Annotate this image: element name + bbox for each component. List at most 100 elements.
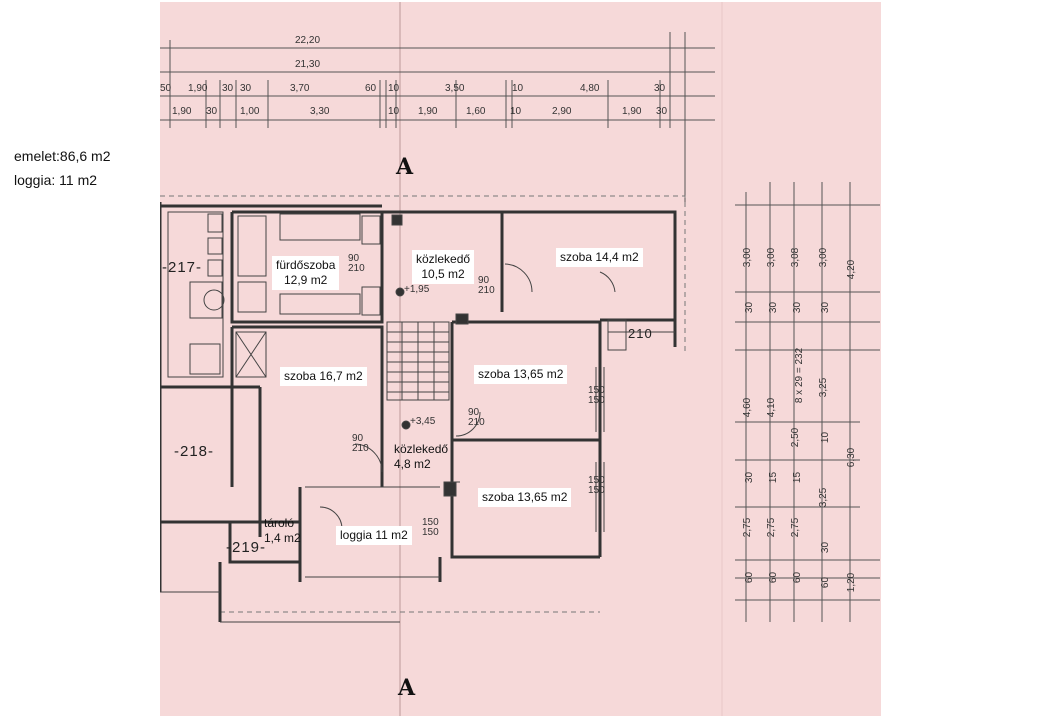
door-dim-h: 210 [478, 285, 495, 296]
door-dim-h: 210 [352, 443, 369, 454]
floor-area-text: emelet:86,6 m2 [14, 148, 111, 164]
walls [160, 202, 677, 622]
floor-plan-sheet: 22,20 21,30 50 1,90 30 30 3,70 60 10 3,5… [160, 2, 881, 716]
storage-area: 1,4 m2 [264, 531, 301, 545]
dim-r4-9: 1,90 [622, 106, 642, 117]
bathroom-area: 12,9 m2 [284, 273, 328, 287]
window-dim-w: 150 [422, 517, 439, 528]
door-dim-bath: 90 210 [348, 254, 365, 274]
label-bathroom: fürdőszoba 12,9 m2 [272, 256, 340, 290]
window-dim-h: 150 [422, 527, 439, 538]
door-dim-room-c1: 90 210 [468, 408, 485, 428]
label-room-ne: szoba 14,4 m2 [556, 248, 643, 267]
window-dim-loggia: 150 150 [422, 518, 439, 538]
section-mark-top: A [396, 154, 414, 180]
dim-c1-2: 4,60 [742, 397, 754, 418]
dim-r4-3: 3,30 [310, 106, 330, 117]
door-dim-room-w: 90 210 [352, 434, 369, 454]
label-hall-low: közlekedő 4,8 m2 [394, 442, 448, 472]
label-room-w: szoba 16,7 m2 [280, 367, 367, 386]
dimension-lines [160, 32, 880, 622]
dim-r4-7: 10 [510, 106, 522, 117]
dim-c3-0: 3,08 [790, 247, 802, 268]
dim-c2-3: 15 [768, 471, 780, 484]
dim-r3-9: 4,80 [580, 83, 600, 94]
dim-c1-3: 30 [744, 471, 756, 484]
label-room-c2: szoba 13,65 m2 [478, 488, 572, 507]
level-2: +3,45 [410, 416, 436, 427]
dim-c4-5: 30 [820, 541, 832, 554]
dim-c4-0: 3,00 [818, 247, 830, 268]
door-dim-h: 210 [468, 417, 485, 428]
storage-name: tároló [264, 516, 295, 530]
dim-c3-1: 30 [792, 301, 804, 314]
dim-c5-1: 6,30 [846, 447, 858, 468]
dim-c4-4: 3,25 [818, 487, 830, 508]
dim-c3-2: 2,50 [790, 427, 802, 448]
dim-r4-5: 1,90 [418, 106, 438, 117]
room-number-217: -217- [162, 259, 203, 276]
dim-r4-6: 1,60 [466, 106, 486, 117]
dim-r3-8: 10 [512, 83, 524, 94]
dim-c1-0: 3,00 [742, 247, 754, 268]
dim-c5-2: 1,20 [846, 572, 858, 593]
dim-r3-1: 1,90 [188, 83, 208, 94]
dim-c4-1: 30 [820, 301, 832, 314]
dim-r3-6: 10 [388, 83, 400, 94]
room-number-210: 210 [628, 326, 653, 341]
dim-r3-2: 30 [222, 83, 234, 94]
area-summary: emelet:86,6 m2 loggia: 11 m2 [14, 144, 111, 192]
dim-r4-10: 30 [656, 106, 668, 117]
dim-c2-1: 30 [768, 301, 780, 314]
hall-low-area: 4,8 m2 [394, 457, 431, 471]
window-dim-w: 150 [588, 385, 605, 396]
hall-top-area: 10,5 m2 [421, 267, 465, 281]
room-number-218: -218- [174, 443, 215, 460]
window-dim-c1: 150 150 [588, 386, 605, 406]
section-mark-bottom: A [398, 675, 416, 701]
dim-r3-7: 3,50 [445, 83, 465, 94]
dim-c1-5: 60 [744, 571, 756, 584]
label-loggia: loggia 11 m2 [336, 526, 412, 545]
dim-r3-0: 50 [160, 83, 172, 94]
bathroom-name: fürdőszoba [276, 258, 336, 272]
dim-r3-5: 60 [365, 83, 377, 94]
door-dim-w: 90 [478, 275, 490, 286]
dim-c2-5: 60 [768, 571, 780, 584]
loggia-area-text: loggia: 11 m2 [14, 172, 98, 188]
door-dim-w: 90 [348, 253, 360, 264]
door-dim-hall: 90 210 [478, 276, 495, 296]
dim-c2-0: 3,00 [766, 247, 778, 268]
dim-c4-2: 3,25 [818, 377, 830, 398]
door-dim-w: 90 [352, 433, 364, 444]
door-dim-w: 90 [468, 407, 480, 418]
dim-c1-4: 2,75 [742, 517, 754, 538]
dim-c3-3: 15 [792, 471, 804, 484]
dim-total-1: 22,20 [295, 35, 321, 46]
dim-stair: 8 x 29 = 232 [794, 347, 806, 404]
label-storage: tároló 1,4 m2 [264, 516, 301, 546]
window-dim-h: 150 [588, 395, 605, 406]
dim-r4-1: 30 [206, 106, 218, 117]
dim-r3-4: 3,70 [290, 83, 310, 94]
hall-low-name: közlekedő [394, 442, 449, 456]
dim-c2-2: 4,10 [766, 397, 778, 418]
window-dim-h: 150 [588, 485, 605, 496]
dim-r3-3: 30 [240, 83, 252, 94]
dim-r3-10: 30 [654, 83, 666, 94]
room-number-219: -219- [226, 539, 267, 556]
dim-c4-6: 60 [820, 576, 832, 589]
dim-c3-4: 2,75 [790, 517, 802, 538]
dim-c5-0: 4,20 [846, 259, 858, 280]
dim-r4-4: 10 [388, 106, 400, 117]
dim-r4-2: 1,00 [240, 106, 260, 117]
dim-r4-0: 1,90 [172, 106, 192, 117]
dim-c4-3: 10 [820, 431, 832, 444]
hall-top-name: közlekedő [416, 252, 471, 266]
dim-c1-1: 30 [744, 301, 756, 314]
dim-c3-5: 60 [792, 571, 804, 584]
window-dim-w: 150 [588, 475, 605, 486]
door-dim-h: 210 [348, 263, 365, 274]
dim-total-2: 21,30 [295, 59, 321, 70]
level-1: +1,95 [404, 284, 430, 295]
